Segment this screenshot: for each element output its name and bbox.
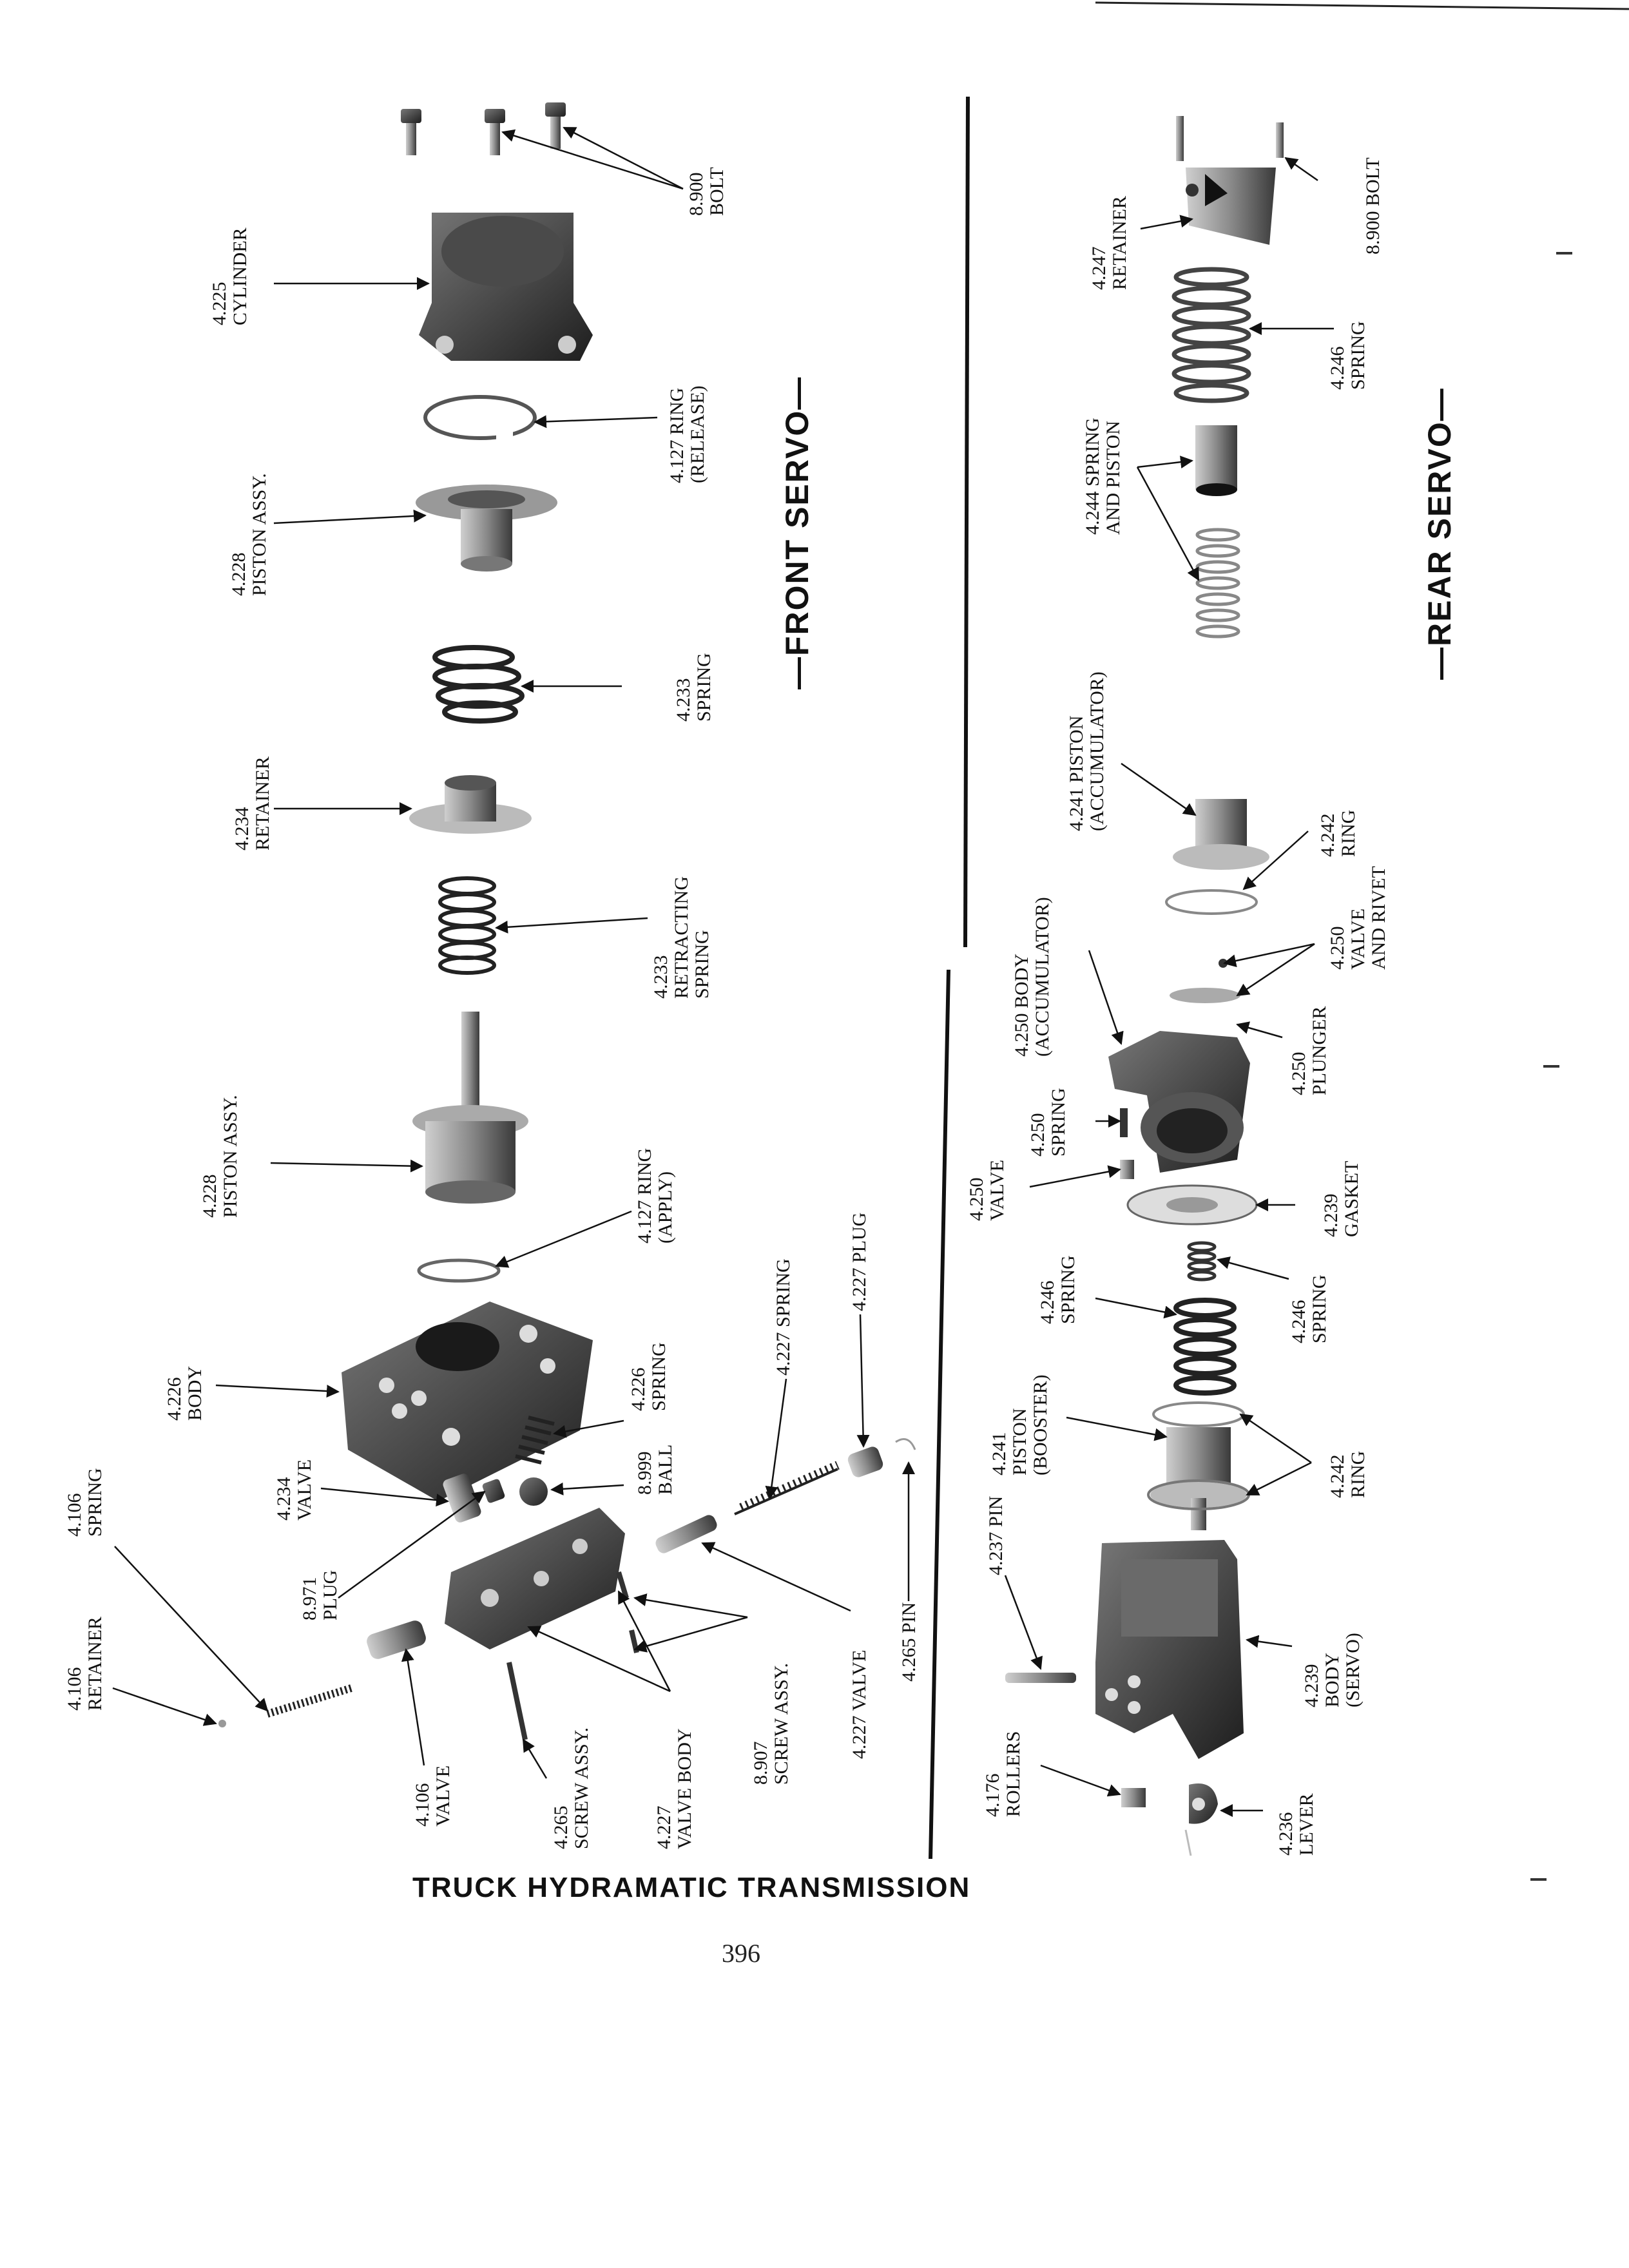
front-piston-assy-upper [416, 485, 557, 572]
rear-retainer [1186, 168, 1276, 245]
front-body-spring [515, 1416, 555, 1465]
accumulator-body [1108, 1031, 1250, 1173]
label-piston-accumulator: 4.241 PISTON(ACCUMULATOR) [1066, 671, 1108, 831]
label-valve-4227: 4.227 VALVE [849, 1649, 870, 1759]
page-title: TRUCK HYDRAMATIC TRANSMISSION [412, 1872, 971, 1903]
rear-spring-top [1171, 267, 1251, 403]
apply-ring [417, 1258, 501, 1283]
front-valve-234 [443, 1474, 481, 1523]
label-pin-4237: 4.237 PIN [985, 1495, 1007, 1575]
check-ball [519, 1477, 548, 1506]
servo-body [1095, 1540, 1244, 1759]
booster-piston [1150, 1401, 1247, 1530]
plug-8971 [482, 1479, 505, 1503]
front-bolts [401, 102, 566, 155]
accumulator-piston [1173, 799, 1269, 870]
label-pin-4265: 4.265 PIN [898, 1602, 920, 1682]
valve-and-rivet [1170, 959, 1240, 1003]
rear-spring-4246-small [1187, 1241, 1217, 1282]
pin-4237 [1005, 1673, 1076, 1683]
rear-gasket [1126, 1184, 1258, 1225]
rear-valve-4250 [1120, 1160, 1134, 1179]
label-rear-bolt: 8.900 BOLT [1362, 157, 1383, 255]
label-ring-apply: 4.127 RING(APPLY) [634, 1148, 676, 1244]
lever-4236 [1184, 1783, 1218, 1856]
retainer-4106 [218, 1720, 226, 1727]
plug-4227 [847, 1446, 883, 1477]
rear-bolts [1176, 116, 1284, 161]
spring-4227 [734, 1461, 840, 1515]
spring-4106 [266, 1684, 352, 1718]
valve-body-4227 [445, 1508, 625, 1649]
front-spring-upper [432, 645, 525, 724]
rear-spring-4246-large [1173, 1298, 1237, 1396]
pin-4265 [895, 1438, 916, 1450]
valve-4227 [655, 1515, 717, 1553]
valve-4106 [367, 1620, 426, 1659]
rear-servo-heading: —REAR SERVO— [1422, 387, 1458, 680]
leader-lines [112, 126, 1334, 1817]
release-ring [423, 395, 537, 440]
label-plug-4227: 4.227 PLUG [849, 1212, 870, 1311]
rear-spring-4250 [1120, 1108, 1128, 1137]
front-servo-heading: —FRONT SERVO— [779, 376, 815, 689]
front-retainer [409, 775, 532, 834]
front-retracting-spring [438, 876, 496, 975]
label-spring-4227: 4.227 SPRING [773, 1258, 794, 1376]
page-number: 396 [722, 1939, 760, 1968]
label-body-accumulator: 4.250 BODY(ACCUMULATOR) [1011, 897, 1053, 1057]
screw-assy-8907 [616, 1571, 639, 1653]
front-cylinder [419, 213, 593, 361]
screw-assy-4265 [506, 1662, 528, 1740]
front-piston-assy-lower [412, 1012, 528, 1204]
label-ring-release: 4.127 RING(RELEASE) [666, 385, 708, 483]
page-rules [929, 1, 1629, 1881]
front-body [342, 1302, 593, 1501]
rollers-4176 [1121, 1788, 1146, 1807]
ring-4242-top [1165, 889, 1258, 915]
rear-spring-and-piston [1195, 425, 1240, 639]
